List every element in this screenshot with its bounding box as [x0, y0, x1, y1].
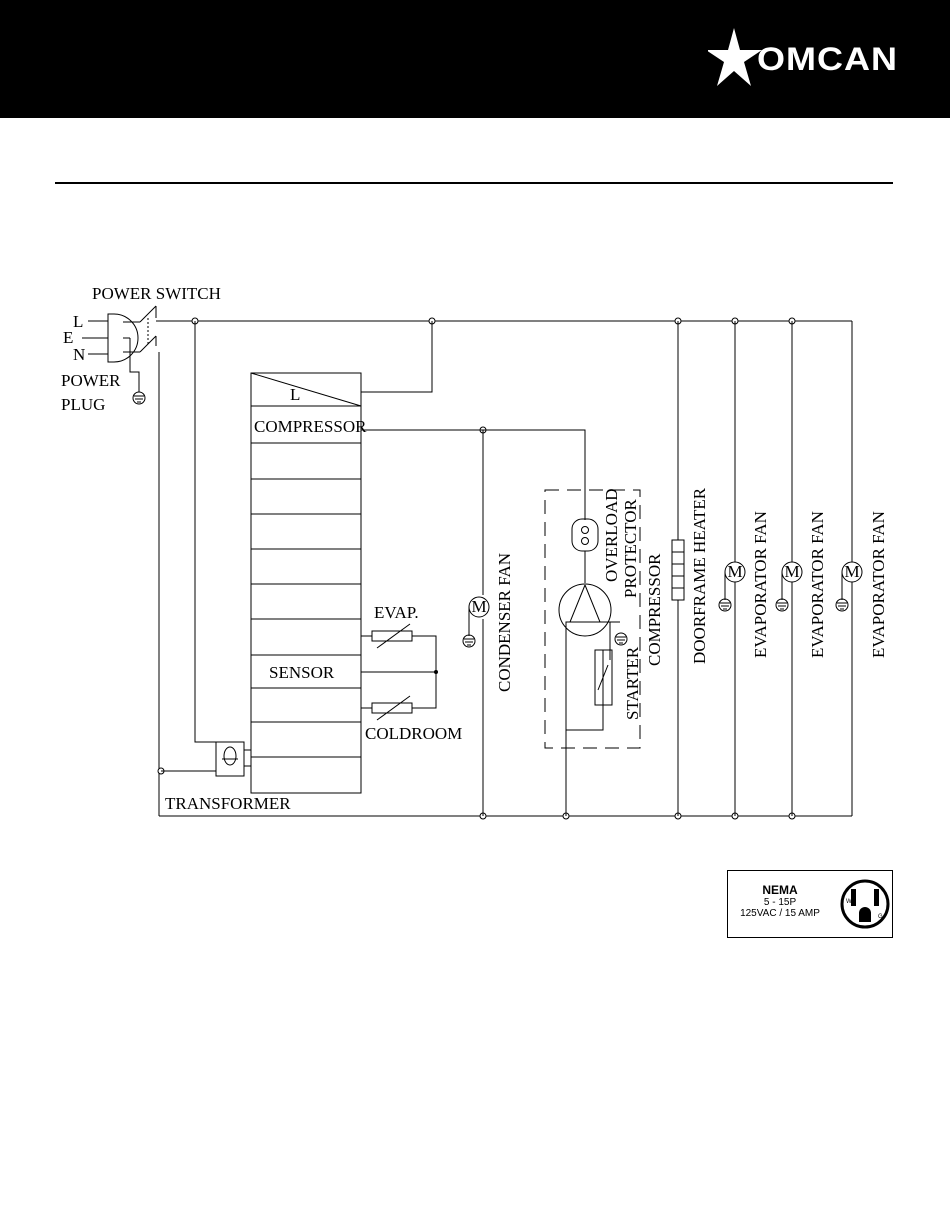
motor-symbol: M — [471, 597, 486, 616]
motor-symbol: M — [784, 562, 799, 581]
neutral-label: N — [73, 345, 85, 364]
nema-type: 5 - 15P — [728, 897, 832, 908]
ground-icon — [463, 635, 475, 647]
earth-label: E — [63, 328, 73, 347]
coldroom-sensor-icon — [361, 696, 412, 720]
power-label: POWER — [61, 371, 121, 390]
controller-box — [251, 373, 361, 793]
transformer-label: TRANSFORMER — [165, 794, 291, 813]
nema-rating: 125VAC / 15 AMP — [728, 908, 832, 919]
pin-g-label: G — [878, 914, 883, 920]
plug-label: PLUG — [61, 395, 105, 414]
coldroom-label: COLDROOM — [365, 724, 462, 743]
line-label: L — [73, 312, 83, 331]
pin-w-label: W — [846, 899, 852, 905]
evaporator-fan-label: EVAPORATOR FAN — [869, 511, 888, 658]
doorframe-heater-icon — [672, 321, 684, 816]
protector-label: PROTECTOR — [621, 498, 640, 598]
evap-label: EVAP. — [374, 603, 419, 622]
nema-title: NEMA — [728, 885, 832, 896]
sensor-label: SENSOR — [269, 663, 335, 682]
compressor-label: COMPRESSOR — [645, 553, 664, 666]
nema-text: NEMA 5 - 15P 125VAC / 15 AMP — [728, 885, 832, 919]
evaporator-fan-label: EVAPORATOR FAN — [808, 511, 827, 658]
evaporator-fan-label: EVAPORATOR FAN — [751, 511, 770, 658]
controller-l-label: L — [290, 385, 300, 404]
motor-symbol: M — [727, 562, 742, 581]
power-switch-label: POWER SWITCH — [92, 284, 221, 303]
compressor-terminal-label: COMPRESSOR — [254, 417, 367, 436]
nema-outlet-icon: W G — [840, 877, 890, 931]
doorframe-heater-label: DOORFRAME HEATER — [690, 487, 709, 664]
ground-icon — [133, 392, 145, 404]
condenser-fan-label: CONDENSER FAN — [495, 553, 514, 692]
transformer-icon — [161, 321, 251, 776]
motor-symbol: M — [844, 562, 859, 581]
nema-plug-box: NEMA 5 - 15P 125VAC / 15 AMP W G — [727, 870, 893, 938]
starter-label: STARTER — [623, 646, 642, 720]
overload-label: OVERLOAD — [602, 489, 621, 583]
ground-icon — [615, 633, 627, 645]
evap-sensor-icon — [361, 624, 438, 708]
power-switch-icon — [140, 306, 156, 352]
